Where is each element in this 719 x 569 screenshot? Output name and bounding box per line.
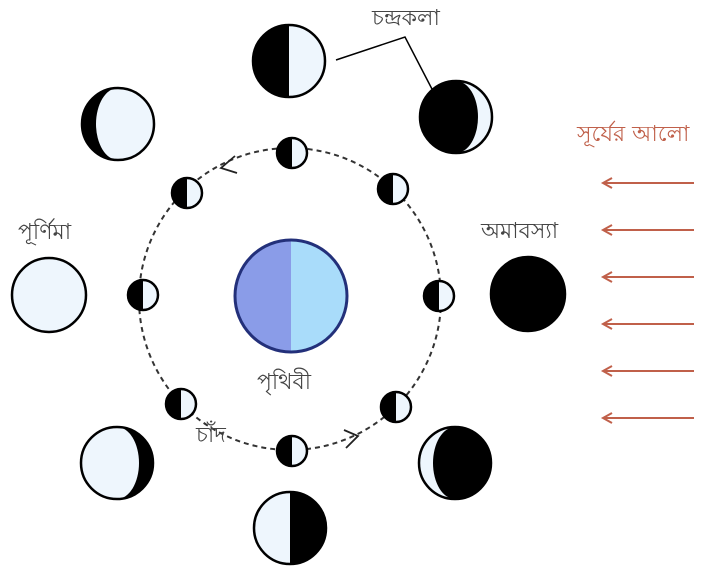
orbit-direction-arrow-top bbox=[219, 155, 238, 174]
orbit-moon-lower-left bbox=[164, 387, 198, 421]
phase-new-moon bbox=[489, 255, 567, 333]
phase-waning-crescent bbox=[417, 425, 493, 501]
orbit-moon-bottom bbox=[275, 434, 309, 468]
earth bbox=[233, 238, 349, 354]
arrow-left-icon bbox=[600, 318, 694, 330]
phases-label: চন্দ্রকলা bbox=[372, 6, 440, 31]
arrow-left-icon bbox=[600, 365, 694, 377]
moon-label: চাঁদ bbox=[196, 423, 226, 448]
orbit-moon-left bbox=[126, 278, 160, 312]
arrow-left-icon bbox=[600, 177, 694, 189]
phase-last-quarter bbox=[252, 490, 328, 566]
phases-label-leader bbox=[335, 36, 434, 92]
orbit-moon-right bbox=[422, 279, 456, 313]
orbit-moon-lower-right bbox=[379, 390, 413, 424]
earth-label: পৃথিবী bbox=[257, 370, 312, 395]
new-moon-label: অমাবস্যা bbox=[481, 219, 559, 244]
phase-first-quarter bbox=[251, 23, 327, 99]
phase-waxing-crescent bbox=[418, 79, 494, 155]
orbit-moon-upper-left bbox=[170, 176, 204, 210]
sunlight-arrows bbox=[600, 177, 694, 424]
arrow-left-icon bbox=[600, 271, 694, 283]
orbit-moon-upper-right bbox=[376, 172, 410, 206]
arrow-left-icon bbox=[600, 224, 694, 236]
sunlight-label: সূর্যের আলো bbox=[577, 122, 690, 147]
full-moon-label: পূর্ণিমা bbox=[18, 220, 72, 245]
phase-waxing-gibbous bbox=[80, 86, 156, 162]
phase-full-moon bbox=[10, 256, 88, 334]
orbit-moon-top bbox=[275, 136, 309, 170]
orbit-direction-arrow-bottom bbox=[343, 429, 360, 449]
arrow-left-icon bbox=[600, 412, 694, 424]
phase-waning-gibbous bbox=[79, 425, 155, 501]
